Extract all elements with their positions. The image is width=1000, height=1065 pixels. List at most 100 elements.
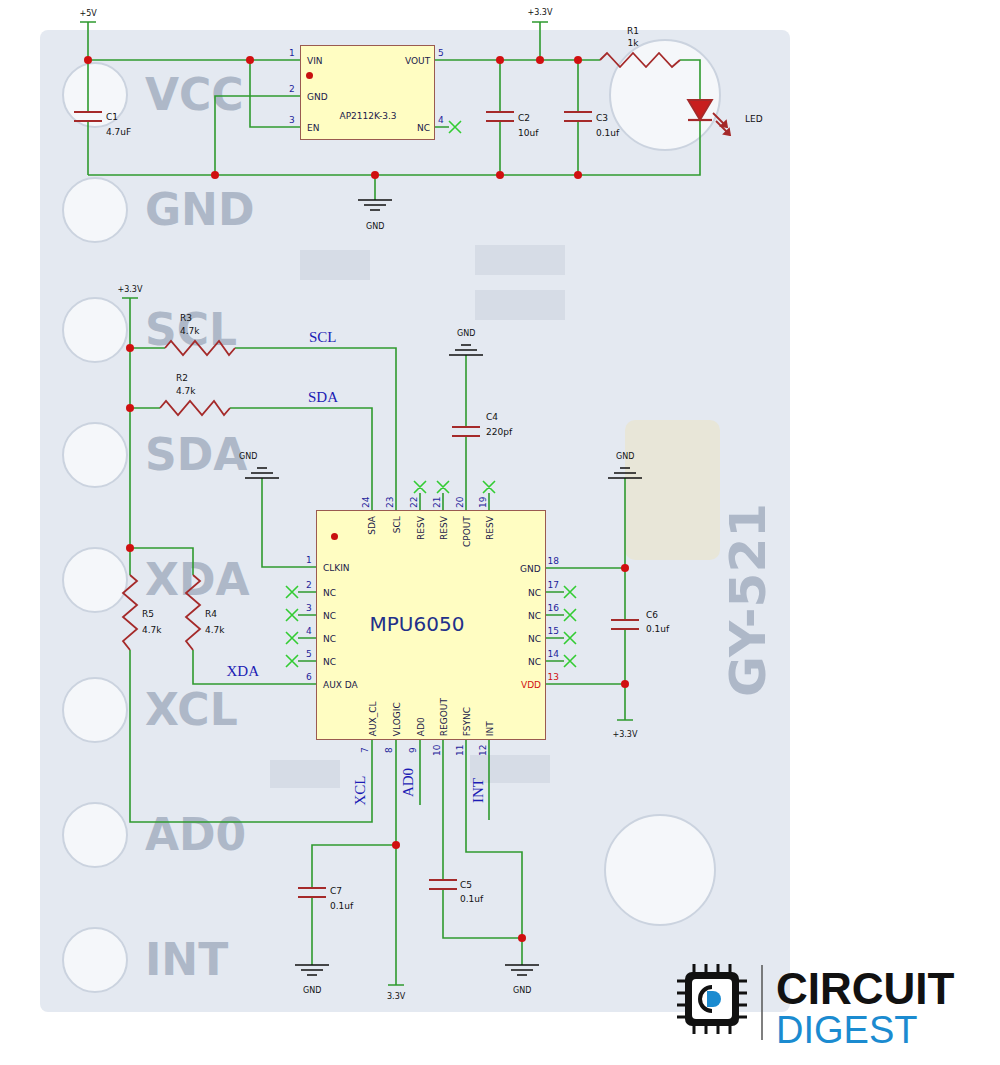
no-connect: [449, 121, 461, 133]
logo-icon: [677, 964, 762, 1040]
pad: [63, 928, 127, 992]
pin-name: VLOGIC: [392, 702, 402, 736]
smd-part: [270, 760, 340, 788]
pin-number: 3: [306, 603, 312, 613]
component-label: 220pf: [486, 427, 512, 437]
component-label: 4.7k: [176, 386, 196, 396]
junction-dot: [126, 344, 134, 352]
pin-name: CLKIN: [323, 563, 350, 573]
power-label: 3.3V: [387, 992, 405, 1001]
component-label: R1: [627, 26, 639, 36]
pin1-marker: [331, 533, 338, 540]
pin-name: EN: [307, 123, 319, 133]
capacitor-symbol: [564, 112, 592, 121]
pin-number: 22: [408, 496, 418, 507]
capacitor-symbol: [74, 112, 102, 121]
board-silkscreen: SDA: [145, 433, 247, 477]
junction-dot: [496, 56, 504, 64]
component-label: C6: [646, 610, 658, 620]
logo-pins: [677, 964, 747, 1034]
component-label: LED: [745, 114, 763, 124]
junction-dot: [536, 56, 544, 64]
junction-dot: [246, 56, 254, 64]
pin-number: 10: [431, 744, 441, 755]
pin-name: NC: [323, 657, 336, 667]
led-bar: [688, 119, 712, 121]
component-label: 4.7k: [180, 326, 200, 336]
component-label: R3: [180, 313, 192, 323]
pin-name: RESV: [485, 516, 495, 540]
resistor-symbol: [165, 341, 235, 355]
pin-name: NC: [528, 657, 541, 667]
pad: [63, 678, 127, 742]
component-label: 0.1uf: [596, 128, 619, 138]
logo-d: [707, 991, 721, 1007]
junction-dot: [211, 171, 219, 179]
wire: [80, 22, 700, 200]
power-label: GND: [303, 986, 321, 995]
pin-number: 4: [438, 115, 444, 125]
pin-number: 5: [438, 48, 444, 58]
pin1-marker: [306, 72, 313, 79]
capacitor-symbol: [486, 112, 514, 121]
arrowhead: [724, 129, 730, 135]
pin-name: GND: [520, 564, 541, 574]
pin-number: 23: [384, 496, 394, 507]
mount-hole: [610, 40, 720, 150]
component-label: C1: [106, 112, 118, 122]
arrowhead: [721, 121, 727, 127]
pin-number: 6: [306, 672, 312, 682]
pin-name: AUX DA: [323, 680, 358, 690]
component-label: C4: [486, 412, 498, 422]
pin-name: REGOUT: [439, 698, 449, 736]
pin-number: 11: [454, 744, 464, 755]
pin-name: NC: [528, 634, 541, 644]
net-label: INT: [471, 778, 486, 803]
power-label: +3.3V: [613, 730, 638, 739]
power-label: +3.3V: [528, 8, 553, 17]
junction-dot: [392, 841, 400, 849]
ground-symbol: [505, 965, 539, 975]
logo-text: CIRCUIT: [776, 967, 954, 1011]
pin-name: NC: [417, 123, 430, 133]
power-label: +5V: [80, 9, 97, 18]
chip-name: MPU6050: [370, 613, 465, 636]
chip-package: SDASCLRESVRESVCPOUTRESVCLKINNCNCNCNCAUX …: [316, 510, 546, 740]
pin-name: AUX_CL: [368, 701, 378, 736]
pin-number: 18: [548, 556, 559, 566]
pad: [63, 803, 127, 867]
net-label: XCL: [353, 775, 368, 805]
pin-number: 24: [360, 496, 370, 507]
junction-dot: [126, 544, 134, 552]
junction-dot: [371, 171, 379, 179]
pin-number: 19: [477, 496, 487, 507]
component-label: C2: [518, 113, 530, 123]
component-label: 10uf: [518, 128, 538, 138]
net-label: XDA: [227, 664, 260, 679]
junction-dot: [574, 171, 582, 179]
board-silkscreen: VCC: [145, 73, 244, 117]
pin-name: RESV: [416, 516, 426, 540]
junction-dot: [574, 56, 582, 64]
pin-name: GND: [307, 92, 328, 102]
resistor-symbol: [160, 401, 230, 415]
ground-symbol: [449, 345, 483, 355]
component-label: 1k: [628, 38, 639, 48]
pin-name: NC: [323, 611, 336, 621]
junction-dot: [518, 934, 526, 942]
resistor-symbol: [186, 575, 200, 650]
pin-number: 2: [306, 580, 312, 590]
pin-number: 16: [548, 603, 559, 613]
logo-divider: [761, 965, 763, 1040]
component-label: 0.1uf: [646, 624, 669, 634]
component-label: R2: [176, 373, 188, 383]
net-label: AD0: [401, 767, 416, 796]
smd-part: [475, 245, 565, 275]
junction-dot: [496, 171, 504, 179]
pin-number: 20: [454, 496, 464, 507]
chip-package: VINVOUTGNDAP2112K-3.3ENNC: [300, 45, 435, 140]
component-label: C5: [460, 880, 472, 890]
resistor-symbol: [600, 53, 680, 67]
power-label: GND: [239, 452, 257, 461]
